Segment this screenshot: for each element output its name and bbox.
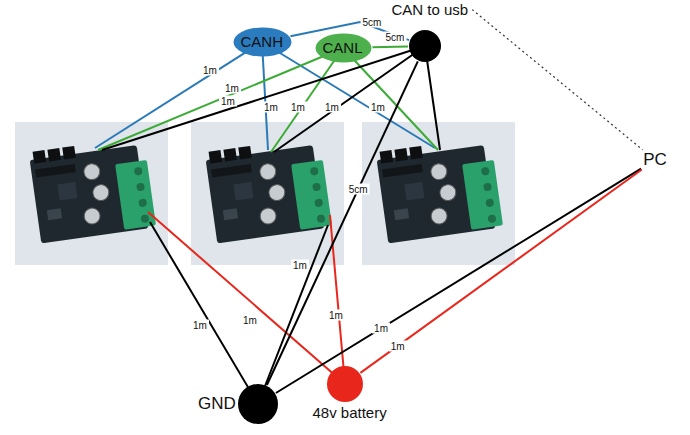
connector	[267, 61, 418, 385]
node-label: CANL	[323, 39, 363, 56]
length-label: 1m	[219, 96, 237, 107]
canh-wire	[95, 42, 262, 148]
node-text-group: CANH	[241, 33, 284, 50]
battery-node: 48v battery	[313, 366, 388, 422]
gnd-wire	[102, 46, 425, 150]
length-label: 1m	[291, 260, 309, 271]
canl-wire	[343, 48, 438, 150]
node-text-group: CANL	[323, 39, 363, 56]
gnd-wire	[258, 225, 328, 404]
length-label: 5cm	[347, 184, 370, 195]
connector	[472, 10, 642, 150]
ellipse-outline	[233, 28, 291, 57]
node-label: CANH	[241, 33, 284, 50]
length-label: 1m	[369, 102, 387, 113]
connector	[372, 45, 408, 48]
node-text-group: 48v battery	[313, 404, 387, 421]
bus-node: CANL	[315, 33, 372, 63]
node-text-group: CAN to usb	[392, 1, 469, 18]
length-label: 1m	[323, 102, 341, 113]
gnd-wire	[150, 222, 258, 404]
ellipse-outline	[315, 34, 371, 63]
canl-wire	[98, 48, 343, 150]
length-label: 5cm	[361, 17, 384, 28]
power-wire	[148, 212, 345, 384]
node-label: CAN to usb	[392, 1, 469, 18]
length-label: 1m	[389, 340, 407, 351]
node-text-group: GND	[198, 394, 236, 414]
pc-node: PC	[643, 150, 667, 170]
length-label: 1m	[241, 315, 259, 326]
canl-wire	[271, 48, 343, 152]
bus-node: CANH	[233, 27, 292, 57]
circle-shape	[327, 366, 363, 402]
connector	[276, 169, 641, 393]
circle-shape	[409, 30, 441, 62]
length-label: 1m	[223, 83, 241, 94]
length-label: 1m	[289, 102, 307, 113]
node-label: GND	[198, 394, 236, 414]
length-label: 5cm	[384, 32, 407, 43]
length-label: 1m	[191, 320, 209, 331]
connector	[360, 170, 641, 373]
ground-node: GND	[198, 384, 278, 424]
circle-shape	[238, 384, 278, 424]
node-label: 48v battery	[313, 404, 387, 421]
node-text-group: PC	[643, 150, 667, 170]
motor-board	[15, 122, 168, 265]
length-label: 1m	[262, 102, 280, 113]
length-label: 1m	[201, 65, 219, 76]
length-label: 1m	[372, 323, 390, 334]
node-label: PC	[643, 150, 667, 170]
length-label: 1m	[327, 310, 345, 321]
